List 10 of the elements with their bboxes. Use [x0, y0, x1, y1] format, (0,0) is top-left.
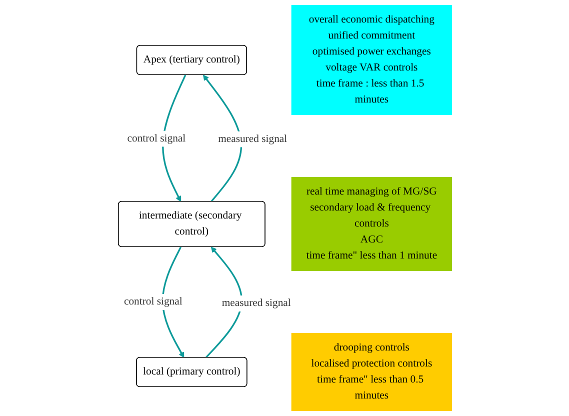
- node-box: overall economic dispatching unified commitment optimised power exchanges voltage VAR controls time frame : less than 1.5 minutes: [290, 5, 452, 115]
- edge-label: measured signal: [221, 297, 290, 309]
- edge-label: measured signal: [218, 133, 287, 145]
- node-box: drooping controls localised protection controls time frame" less than 0.5 minutes: [290, 333, 452, 411]
- arrow: [202, 74, 242, 202]
- edge-label: control signal: [123, 296, 182, 308]
- node-box: real time managing of MG/SG secondary load & frequency controls AGC time frame" less than 1 minute: [290, 177, 452, 271]
- arrow: [204, 246, 242, 358]
- edge-label: control signal: [126, 132, 186, 144]
- arrow: [162, 74, 186, 202]
